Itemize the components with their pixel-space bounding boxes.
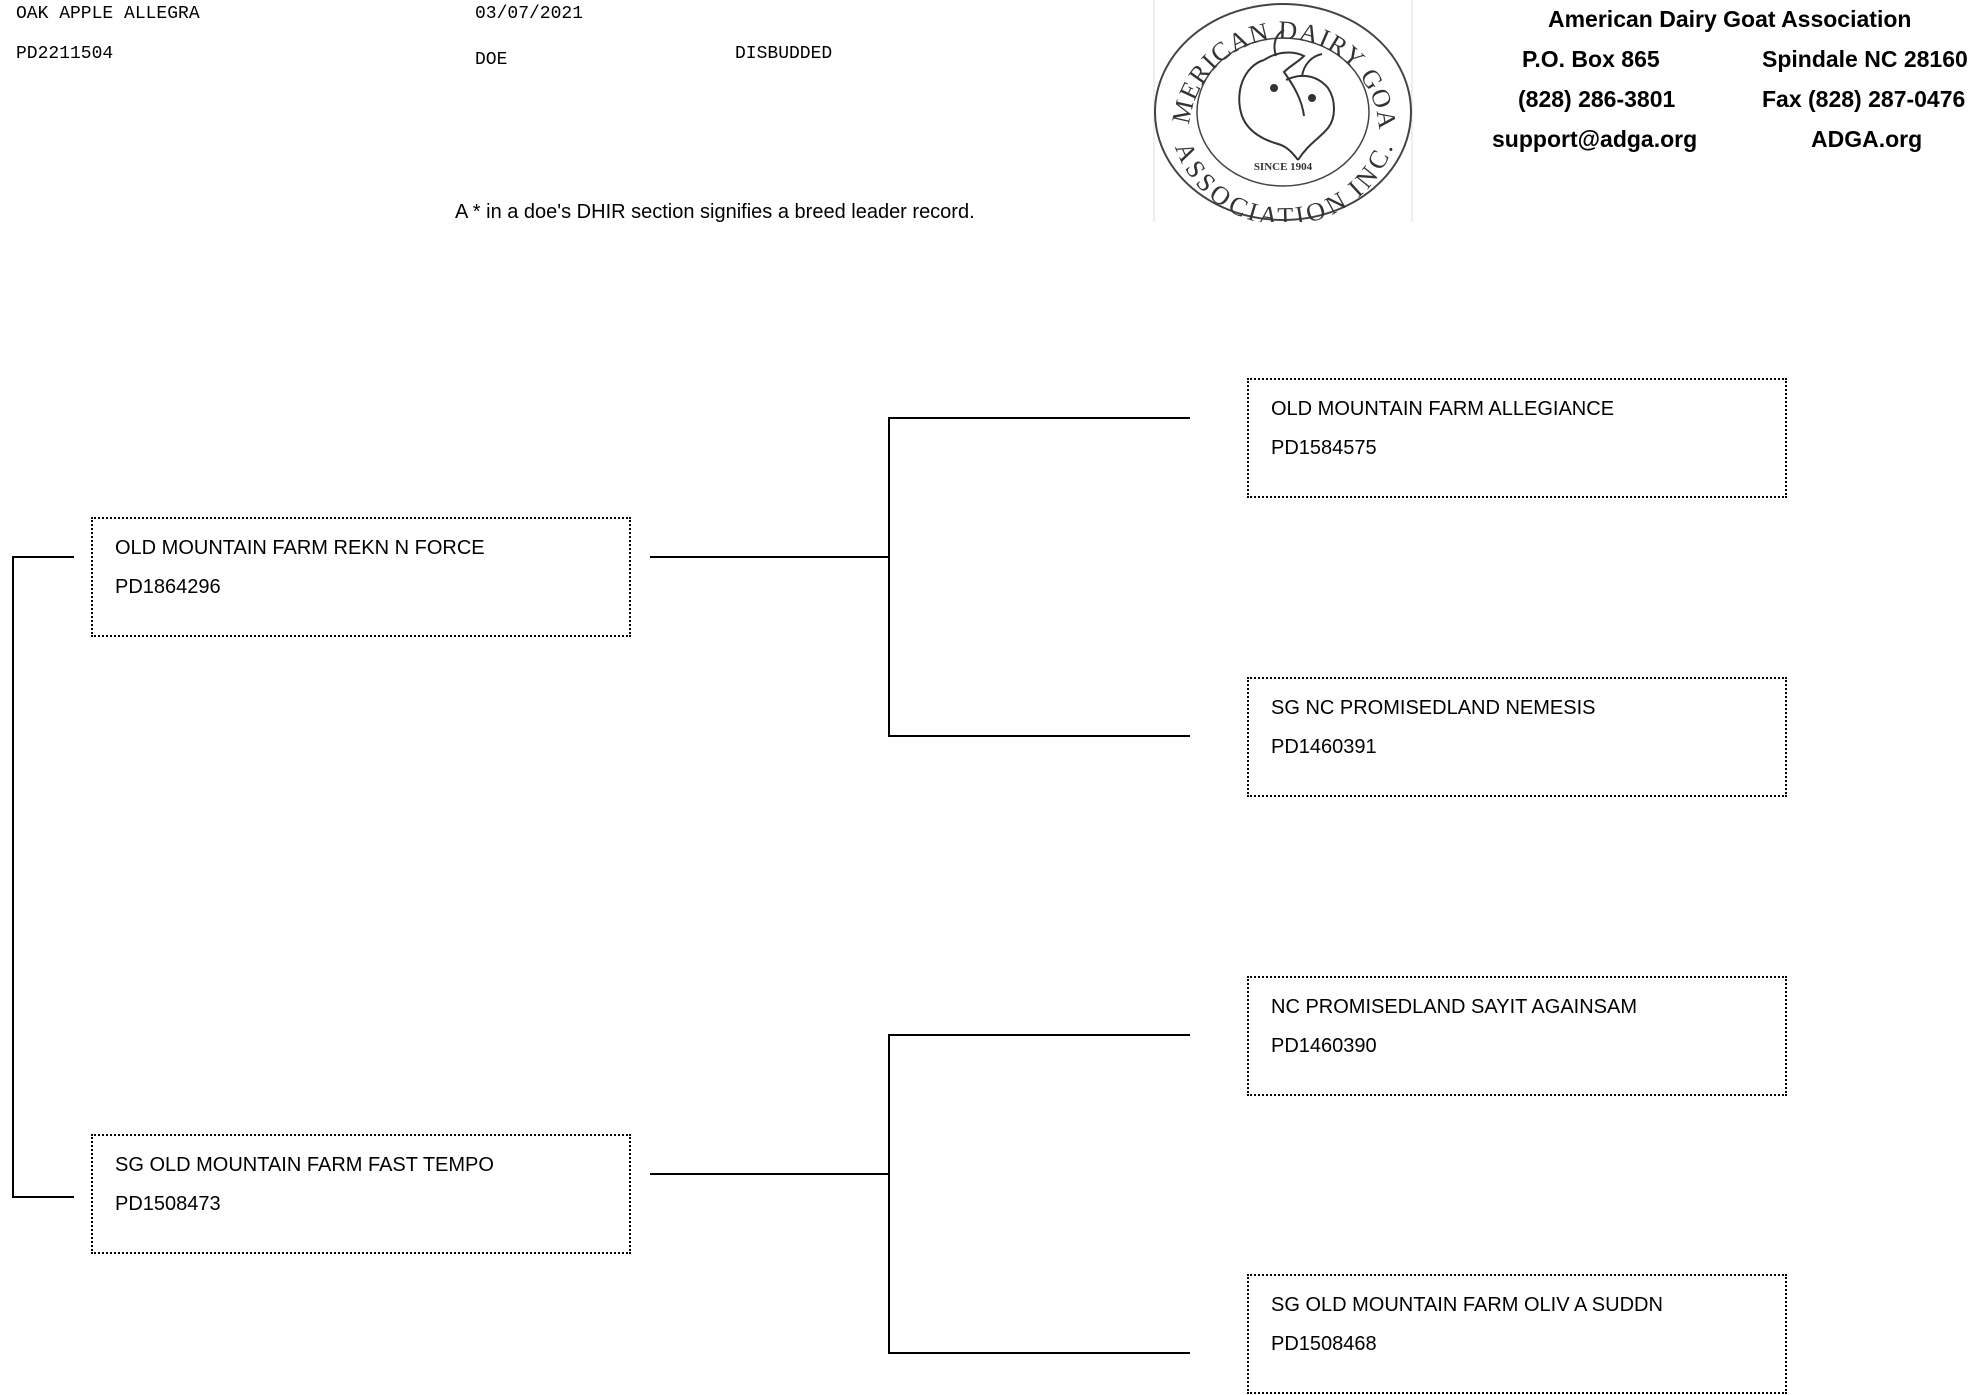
sire-sire-box: OLD MOUNTAIN FARM ALLEGIANCE PD1584575	[1247, 378, 1787, 498]
website: ADGA.org	[1811, 126, 1923, 152]
dam-branch-connector	[888, 1034, 890, 1354]
dam-name: SG OLD MOUNTAIN FARM FAST TEMPO	[115, 1154, 494, 1176]
dam-sire-reg-number: PD1460390	[1271, 1035, 1377, 1057]
adga-logo: AMERICAN DAIRY GOAT ASSOCIATION INC. SIN…	[1152, 0, 1413, 222]
dam-sire-line	[888, 1034, 1190, 1036]
dam-box: SG OLD MOUNTAIN FARM FAST TEMPO PD150847…	[91, 1134, 631, 1254]
sire-sire-line	[888, 417, 1190, 419]
dam-dam-box: SG OLD MOUNTAIN FARM OLIV A SUDDN PD1508…	[1247, 1274, 1787, 1394]
sire-dam-box: SG NC PROMISEDLAND NEMESIS PD1460391	[1247, 677, 1787, 797]
sire-dam-line	[888, 735, 1190, 737]
support-email: support@adga.org	[1492, 126, 1698, 152]
root-to-sire-line	[12, 556, 74, 558]
po-box: P.O. Box 865	[1522, 46, 1660, 72]
root-to-dam-line	[12, 1196, 74, 1198]
breed-leader-notice: A * in a doe's DHIR section signifies a …	[455, 201, 975, 223]
svg-text:ASSOCIATION INC.: ASSOCIATION INC.	[1169, 138, 1400, 222]
animal-reg-number: PD2211504	[16, 44, 114, 64]
logo-ring-bottom: ASSOCIATION INC.	[1169, 138, 1399, 222]
fax-number: Fax (828) 287-0476	[1762, 86, 1966, 112]
svg-text:AMERICAN DAIRY GOAT: AMERICAN DAIRY GOAT	[1152, 0, 1402, 131]
sire-name: OLD MOUNTAIN FARM REKN N FORCE	[115, 537, 485, 559]
sire-dam-name: SG NC PROMISEDLAND NEMESIS	[1271, 697, 1596, 719]
sire-branch-connector	[888, 417, 890, 737]
org-name: American Dairy Goat Association	[1548, 6, 1912, 32]
root-connector	[12, 557, 14, 1197]
dam-dam-line	[888, 1352, 1190, 1354]
sire-box: OLD MOUNTAIN FARM REKN N FORCE PD1864296	[91, 517, 631, 637]
dam-dam-reg-number: PD1508468	[1271, 1333, 1377, 1355]
goat-heads-icon	[1238, 29, 1335, 161]
birth-date: 03/07/2021	[475, 4, 584, 24]
sire-sire-name: OLD MOUNTAIN FARM ALLEGIANCE	[1271, 398, 1615, 420]
dam-sire-box: NC PROMISEDLAND SAYIT AGAINSAM PD1460390	[1247, 976, 1787, 1096]
dam-sire-name: NC PROMISEDLAND SAYIT AGAINSAM	[1271, 996, 1638, 1018]
dam-dam-name: SG OLD MOUNTAIN FARM OLIV A SUDDN	[1271, 1294, 1663, 1316]
horn-status: DISBUDDED	[735, 44, 833, 64]
sire-reg-number: PD1864296	[115, 576, 221, 598]
logo-ring-top: AMERICAN DAIRY GOAT	[1152, 0, 1401, 131]
animal-name: OAK APPLE ALLEGRA	[16, 4, 200, 24]
city-state-zip: Spindale NC 28160	[1762, 46, 1968, 72]
sire-dam-reg-number: PD1460391	[1271, 736, 1377, 758]
dam-out-line	[650, 1173, 890, 1175]
dam-reg-number: PD1508473	[115, 1193, 221, 1215]
logo-since: SINCE 1904	[1254, 161, 1313, 173]
animal-sex: DOE	[475, 50, 508, 70]
sire-out-line	[650, 556, 890, 558]
sire-sire-reg-number: PD1584575	[1271, 437, 1377, 459]
phone-number: (828) 286-3801	[1518, 86, 1676, 112]
